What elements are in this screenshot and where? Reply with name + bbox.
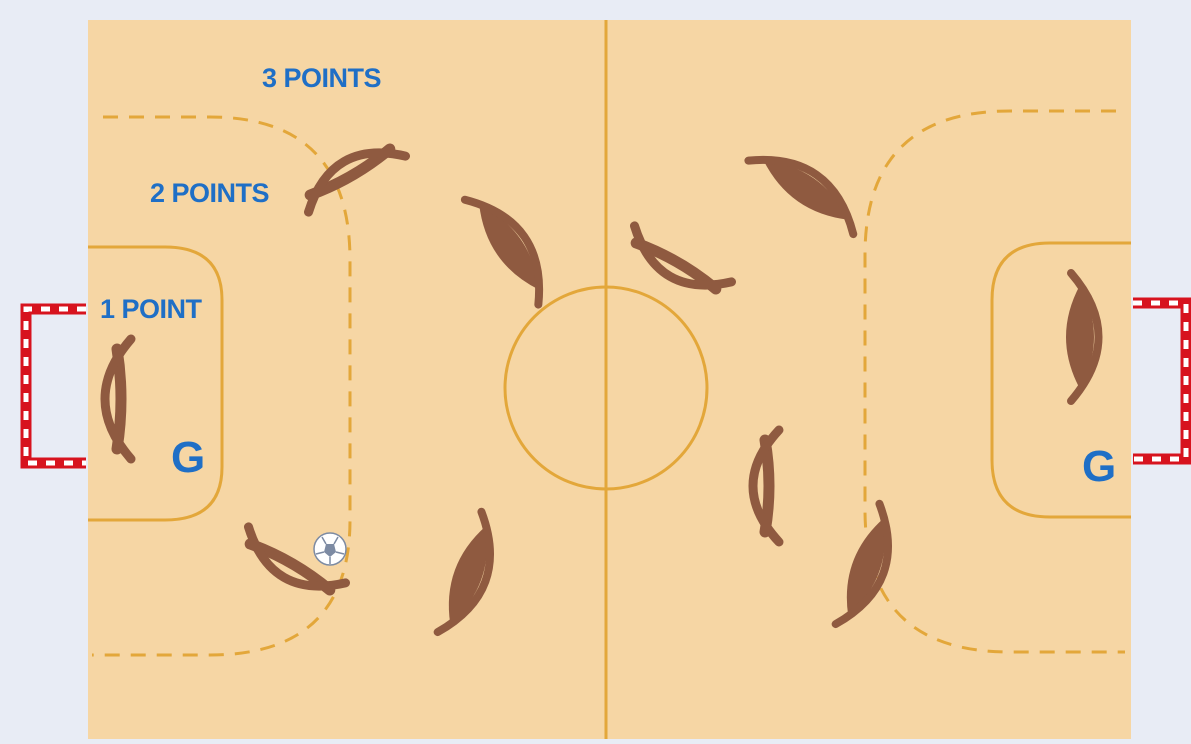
label-one-point: 1 POINT	[100, 294, 203, 324]
label-goalie-right: G	[1082, 442, 1116, 491]
label-two-points: 2 POINTS	[150, 178, 269, 208]
court-surface	[88, 20, 1131, 739]
handball-icon	[314, 533, 346, 565]
label-goalie-left: G	[171, 433, 205, 482]
label-three-points: 3 POINTS	[262, 63, 381, 93]
